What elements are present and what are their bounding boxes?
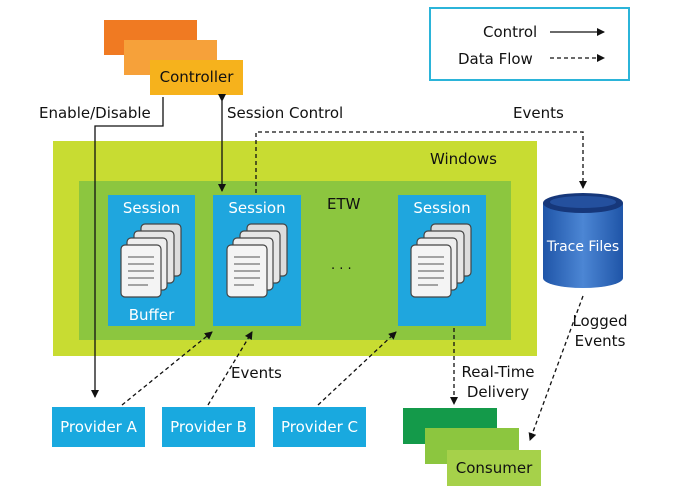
trace-files-label: Trace Files (546, 239, 620, 255)
logged-events-arrow (528, 295, 584, 441)
provider-b-label: Provider B (170, 418, 247, 436)
session-2-label: Session (228, 199, 286, 217)
provider-b-events-arrow (207, 331, 253, 406)
etw-label: ETW (327, 195, 361, 213)
windows-label: Windows (430, 150, 497, 168)
provider-c-label: Provider C (281, 418, 358, 436)
trace-files-database-icon (543, 193, 623, 288)
events-top-label: Events (513, 104, 564, 122)
events-bottom-label: Events (231, 364, 282, 382)
provider-a-box[interactable]: Provider A (52, 407, 145, 447)
controller-label: Controller (159, 68, 234, 86)
legend-box (429, 7, 630, 81)
provider-b-box[interactable]: Provider B (162, 407, 255, 447)
logged-events-label: Logged Events (572, 312, 628, 350)
document-stack-icon-1 (120, 223, 182, 298)
enable-disable-label: Enable/Disable (39, 104, 151, 122)
legend-data-flow-label: Data Flow (458, 50, 533, 68)
legend-control-label: Control (483, 23, 538, 41)
ellipsis-label: . . . (331, 258, 352, 273)
document-stack-icon-3 (410, 223, 472, 298)
provider-c-events-arrow (317, 331, 397, 406)
real-time-delivery-label: Real-Time Delivery (461, 363, 535, 401)
document-stack-icon-2 (226, 223, 288, 298)
provider-c-box[interactable]: Provider C (273, 407, 366, 447)
provider-a-events-arrow (121, 331, 213, 406)
enable-disable-arrow (91, 97, 164, 398)
session-control-label: Session Control (227, 104, 344, 122)
consumer-label: Consumer (455, 459, 533, 477)
consumer-box[interactable]: Consumer (447, 450, 541, 486)
session-1-buffer-label: Buffer (128, 306, 175, 324)
session-1-label: Session (122, 199, 181, 217)
events-to-trace-files-arrow (255, 131, 587, 193)
provider-a-label: Provider A (60, 418, 137, 436)
controller-box[interactable]: Controller (150, 60, 243, 95)
session-3-label: Session (413, 199, 471, 217)
